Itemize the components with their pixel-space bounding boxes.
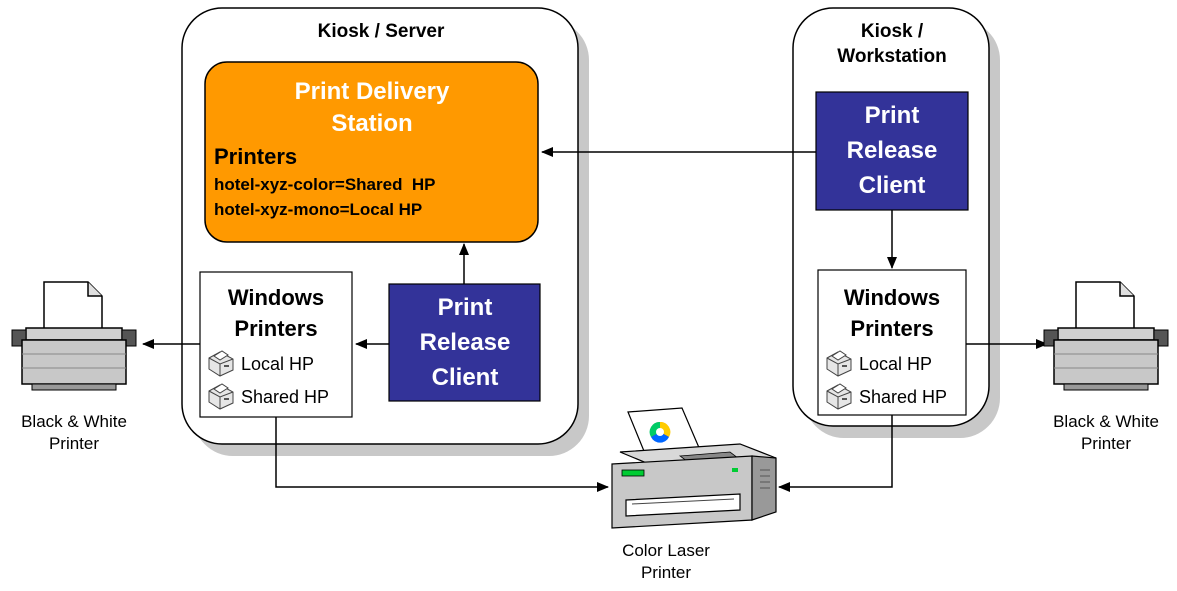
server-windows-printers-heading1: Windows [228, 285, 324, 310]
printer-icon [11, 281, 137, 391]
kiosk-workstation-title2: Workstation [837, 46, 946, 67]
pds-mapping-mono: hotel-xyz-mono=Local HP [214, 200, 422, 219]
color-printer-label2: Printer [641, 563, 691, 582]
color-laser-printer[interactable]: Color Laser Printer [611, 407, 777, 582]
right-bw-printer-label1: Black & White [1053, 412, 1159, 431]
workstation-windows-printers-heading1: Windows [844, 285, 940, 310]
kiosk-server-title: Kiosk / Server [318, 21, 445, 42]
workstation-client-line2: Release [847, 137, 938, 164]
color-laser-printer-icon [611, 407, 777, 529]
left-bw-printer-label2: Printer [49, 434, 99, 453]
workstation-printer-local[interactable]: Local HP [859, 354, 932, 374]
workstation-windows-printers[interactable]: Windows Printers Local HP Shared HP [817, 269, 967, 416]
server-client-line1: Print [438, 294, 493, 321]
server-windows-printers[interactable]: Windows Printers Local HP Shared HP [199, 271, 353, 418]
left-bw-printer[interactable]: Black & White Printer [11, 281, 137, 453]
pds-printers-heading: Printers [214, 144, 297, 169]
pds-box [204, 61, 539, 243]
color-printer-label1: Color Laser [622, 541, 710, 560]
connection-arrows [142, 147, 1048, 492]
arrow-server-to-color-printer [275, 417, 609, 492]
workstation-client-line3: Client [859, 172, 926, 199]
workstation-windows-printers-heading2: Printers [850, 316, 933, 341]
printer-icon [1043, 281, 1169, 391]
workstation-print-release-client[interactable]: Print Release Client [815, 91, 969, 211]
pds-title-line1: Print Delivery [295, 78, 450, 105]
workstation-client-line1: Print [865, 102, 920, 129]
server-client-line3: Client [432, 364, 499, 391]
pds-title-line2: Station [331, 110, 412, 137]
right-bw-printer-label2: Printer [1081, 434, 1131, 453]
server-print-release-client[interactable]: Print Release Client [388, 283, 541, 402]
server-windows-printers-heading2: Printers [234, 316, 317, 341]
left-bw-printer-label1: Black & White [21, 412, 127, 431]
server-client-line2: Release [420, 329, 511, 356]
pds-mapping-color: hotel-xyz-color=Shared HP [214, 175, 436, 194]
server-printer-shared[interactable]: Shared HP [241, 387, 329, 407]
print-delivery-station[interactable]: Print Delivery Station Printers hotel-xy… [204, 61, 539, 243]
workstation-printer-shared[interactable]: Shared HP [859, 387, 947, 407]
arrow-workstation-to-color-printer [778, 415, 893, 492]
server-printer-local[interactable]: Local HP [241, 354, 314, 374]
kiosk-workstation-title1: Kiosk / [861, 21, 924, 42]
right-bw-printer[interactable]: Black & White Printer [1043, 281, 1169, 453]
